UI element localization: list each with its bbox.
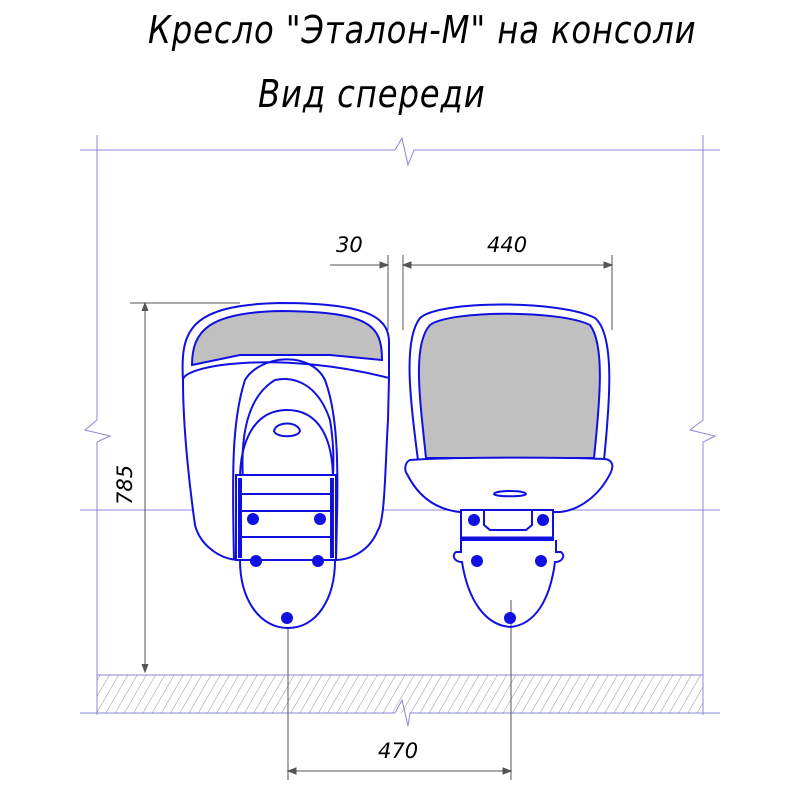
bolts <box>468 514 549 624</box>
dim-pitch: 470 <box>378 739 418 763</box>
view-label: Вид спереди <box>258 72 486 116</box>
chair-folded <box>181 301 391 630</box>
dim-height: 785 <box>113 465 137 505</box>
dim-gap: 30 <box>336 233 363 257</box>
dim-seat-width: 440 <box>487 233 527 257</box>
frame-lines <box>80 135 720 727</box>
drawing-title: Кресло "Эталон-М" на консоли <box>148 8 697 52</box>
floor-hatch <box>97 675 703 713</box>
dimension-lines <box>130 255 614 780</box>
chair-unfolded <box>404 303 614 629</box>
bolts <box>247 513 326 624</box>
